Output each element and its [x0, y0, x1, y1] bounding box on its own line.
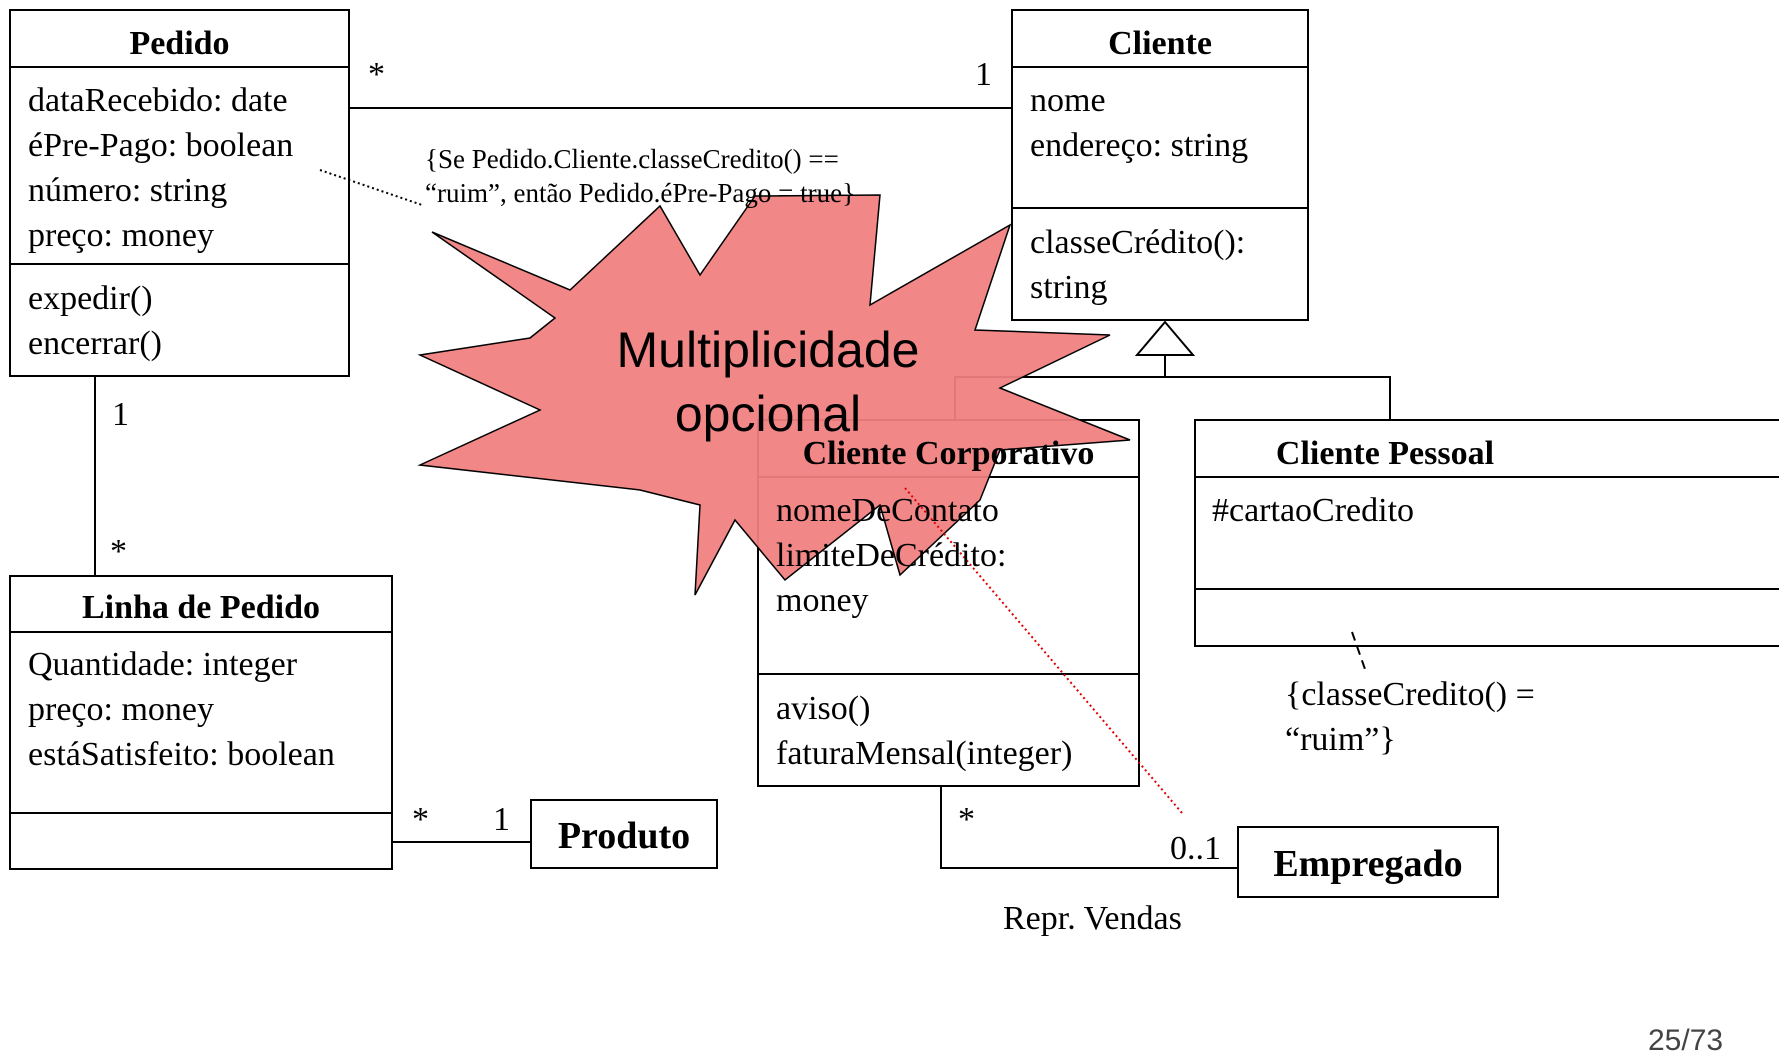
class-cliente-corporativo-name: Cliente Corporativo [802, 435, 1095, 472]
class-empregado-name: Empregado [1273, 843, 1463, 885]
class-linha-pedido-box [9, 575, 393, 870]
attribute: número: string [28, 172, 228, 209]
operation: aviso() [776, 690, 871, 727]
attribute: preço: money [28, 691, 214, 728]
assoc-corporativo-empregado [940, 786, 1238, 869]
callout-line: Multiplicidade [616, 322, 920, 378]
operation: faturaMensal(integer) [776, 735, 1073, 772]
operation: expedir() [28, 280, 153, 317]
attribute: #cartaoCredito [1212, 492, 1415, 529]
cliente-operations: classeCrédito(): string [1030, 220, 1245, 310]
page-number: 25/73 [1648, 1024, 1724, 1057]
constraint-line: “ruim”, então Pedido.éPre-Pago = true} [425, 178, 856, 208]
pessoal-constraint-connector [1351, 631, 1367, 673]
class-produto-box [530, 799, 718, 869]
callout-line: opcional [674, 386, 862, 442]
attribute: nome [1030, 82, 1106, 119]
mult-corporativo-empregado-emp-end: 0..1 [1170, 830, 1221, 867]
callout-star [417, 194, 1131, 596]
callout-text: Multiplicidade opcional [568, 318, 968, 446]
generalization-arrowhead [1134, 320, 1196, 356]
attribute: Quantidade: integer [28, 646, 298, 683]
red-dotted-annotation-line [904, 487, 1183, 814]
class-cliente-pessoal-name: Cliente Pessoal [1275, 435, 1495, 472]
mult-pedido-linha-pedido-end: 1 [112, 396, 129, 433]
class-empregado-box [1237, 826, 1499, 898]
class-cliente-pessoal-box [1194, 419, 1779, 647]
constraint-line: “ruim”} [1285, 721, 1396, 758]
pedido-constraint-connector [319, 169, 423, 206]
mult-corporativo-empregado-corp-end: * [958, 801, 975, 838]
attribute: preço: money [28, 217, 214, 254]
operation: string [1030, 269, 1108, 306]
class-produto-name: Produto [557, 815, 691, 857]
constraint-line: {classeCredito() = [1285, 676, 1535, 713]
mult-pedido-cliente-pedido-end: * [368, 56, 385, 93]
pedido-constraint-note: {Se Pedido.Cliente.classeCredito() == “r… [425, 142, 855, 210]
cliente-attributes: nome endereço: string [1030, 78, 1248, 168]
role-label-repr-vendas: Repr. Vendas [1003, 900, 1182, 937]
attribute: éPre-Pago: boolean [28, 127, 294, 164]
pessoal-constraint-note: {classeCredito() = “ruim”} [1285, 672, 1535, 762]
attribute: dataRecebido: date [28, 82, 288, 119]
pedido-operations: expedir() encerrar() [28, 276, 162, 366]
attribute: estáSatisfeito: boolean [28, 736, 335, 773]
attribute: limiteDeCrédito: [776, 537, 1007, 574]
cliente-corporativo-operations: aviso() faturaMensal(integer) [776, 686, 1072, 776]
class-linha-pedido-name: Linha de Pedido [81, 589, 321, 626]
constraint-line: {Se Pedido.Cliente.classeCredito() == [425, 144, 839, 174]
attribute: money [776, 582, 869, 619]
mult-linha-produto-produto-end: 1 [493, 801, 510, 838]
operation: classeCrédito(): [1030, 224, 1246, 261]
mult-pedido-cliente-cliente-end: 1 [975, 56, 992, 93]
attribute: endereço: string [1030, 127, 1249, 164]
attribute: nomeDeContato [776, 492, 999, 529]
mult-linha-produto-linha-end: * [412, 801, 429, 838]
cliente-corporativo-attributes: nomeDeContato limiteDeCrédito: money [776, 488, 1006, 623]
linha-pedido-attributes: Quantidade: integer preço: money estáSat… [28, 642, 335, 777]
operation: encerrar() [28, 325, 162, 362]
cliente-pessoal-attributes: #cartaoCredito [1212, 488, 1414, 533]
class-pedido-box [9, 9, 350, 377]
class-pedido-name: Pedido [129, 25, 230, 62]
pedido-attributes: dataRecebido: date éPre-Pago: boolean nú… [28, 78, 293, 258]
class-cliente-box [1011, 9, 1309, 321]
class-cliente-name: Cliente [1108, 25, 1212, 62]
mult-pedido-linha-linha-end: * [110, 533, 127, 570]
